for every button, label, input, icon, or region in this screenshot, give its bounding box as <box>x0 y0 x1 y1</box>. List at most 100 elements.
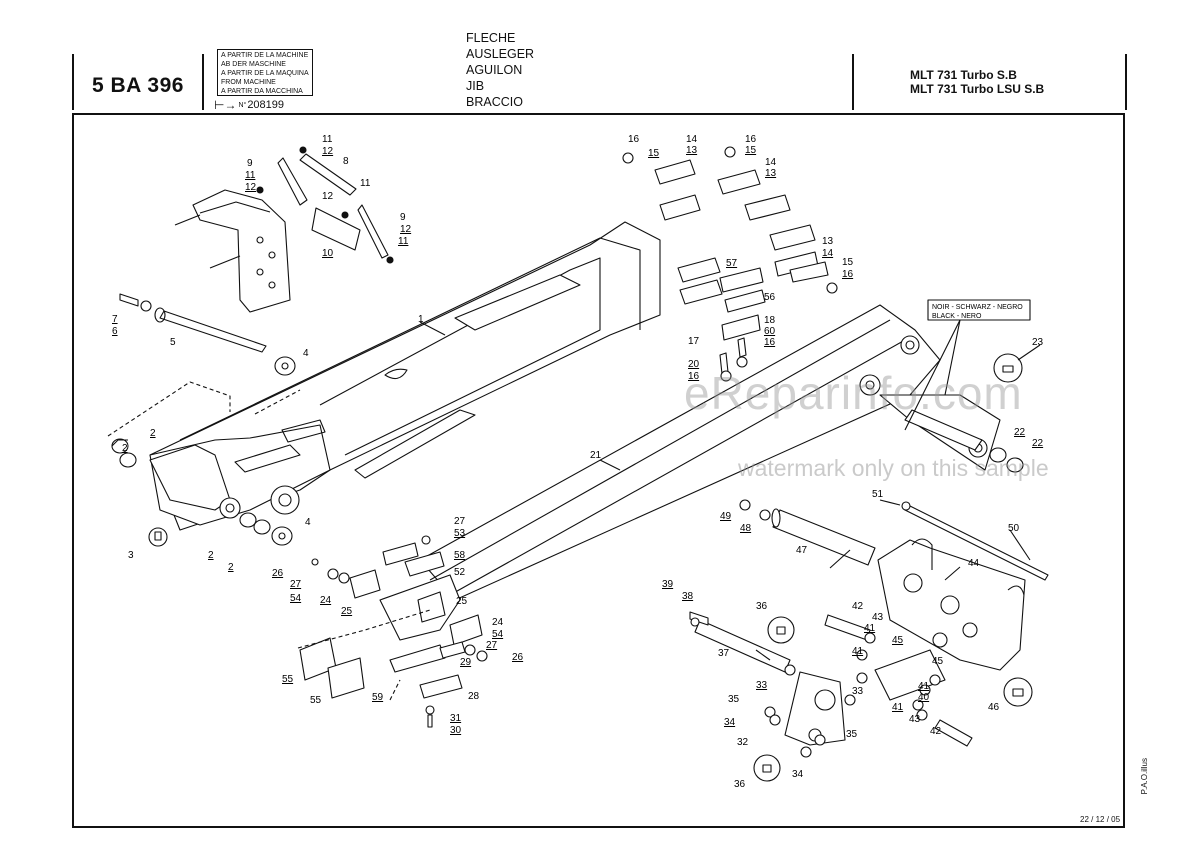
callout-number: 11 <box>360 178 371 189</box>
callout-number: 9 <box>247 158 253 169</box>
callout-number: 26 <box>272 568 284 579</box>
callout-number: 2 <box>208 550 214 561</box>
callout-number: 12 <box>322 146 334 157</box>
callout-number: 11 <box>322 134 333 145</box>
callout-number: 57 <box>726 258 738 269</box>
callout-number: 31 <box>450 713 462 724</box>
callout-number: 55 <box>282 674 294 685</box>
callout-number: 37 <box>718 648 730 659</box>
drawing-frame <box>72 113 1125 828</box>
callout-number: 56 <box>764 292 776 303</box>
color-note-line: BLACK - NERO <box>932 313 982 320</box>
watermark-sample: watermark only on this sample <box>738 455 1049 481</box>
callout-number: 55 <box>310 695 322 706</box>
callout-number: 35 <box>846 729 858 740</box>
callout-number: 12 <box>400 224 412 235</box>
designation-it: BRACCIO <box>466 95 523 109</box>
watermark-site: eReparinfo.com <box>684 367 1023 419</box>
callout-number: 16 <box>688 371 700 382</box>
callout-number: 28 <box>468 691 480 702</box>
callout-number: 14 <box>822 248 834 259</box>
callout-number: 22 <box>1032 438 1044 449</box>
callout-number: 7 <box>112 314 118 325</box>
callout-number: 53 <box>454 528 466 539</box>
callout-number: 43 <box>872 612 884 623</box>
callout-number: 18 <box>764 315 776 326</box>
callout-number: 8 <box>343 156 349 167</box>
callout-number: 45 <box>892 635 904 646</box>
from-machine-line: A PARTIR DE LA MAQUINA <box>221 70 309 77</box>
callout-number: 38 <box>682 591 694 602</box>
callout-number: 43 <box>909 714 921 725</box>
model-list: MLT 731 Turbo S.B MLT 731 Turbo LSU S.B <box>910 68 1044 96</box>
callout-number: 16 <box>842 269 854 280</box>
callout-number: 46 <box>988 702 1000 713</box>
designation-es: AGUILON <box>466 63 523 77</box>
callout-number: 11 <box>398 236 409 247</box>
header-right-box <box>852 54 1127 110</box>
callout-number: 11 <box>245 170 256 181</box>
callout-number: 23 <box>1032 337 1044 348</box>
callout-number: 32 <box>737 737 749 748</box>
from-machine-line: A PARTIR DE LA MACHINE <box>221 52 309 59</box>
callout-number: 41 <box>852 646 864 657</box>
revision-date: 22 / 12 / 05 <box>1080 815 1121 824</box>
callout-number: 29 <box>460 657 472 668</box>
designation-de: AUSLEGER <box>466 47 535 61</box>
callout-number: 6 <box>112 326 118 337</box>
callout-number: 44 <box>968 558 980 569</box>
arrow-right-icon: ⊢→ <box>214 98 237 112</box>
callout-number: 45 <box>932 656 944 667</box>
callout-number: 42 <box>852 601 864 612</box>
model-name: MLT 731 Turbo LSU S.B <box>910 82 1045 96</box>
callout-number: 22 <box>1014 427 1026 438</box>
serial-row: ⊢→ N° 208199 <box>214 98 284 112</box>
callout-number: 30 <box>450 725 462 736</box>
callout-number: 16 <box>628 134 640 145</box>
callout-number: 54 <box>492 629 504 640</box>
callout-number: 15 <box>648 148 660 159</box>
callout-number: 50 <box>1008 523 1020 534</box>
from-machine-line: AB DER MASCHINE <box>221 61 286 68</box>
callout-number: 58 <box>454 550 466 561</box>
callout-number: 2 <box>228 562 234 573</box>
callout-number: 21 <box>590 450 602 461</box>
callout-number: 13 <box>765 168 777 179</box>
callout-number: 4 <box>303 348 309 359</box>
callout-number: 41 <box>864 623 876 634</box>
callout-number: 24 <box>320 595 332 606</box>
callout-number: 59 <box>372 692 384 703</box>
color-note-line: NOIR - SCHWARZ - NEGRO <box>932 304 1023 311</box>
callout-number: 60 <box>764 326 776 337</box>
callout-number: 52 <box>454 567 466 578</box>
callout-number: 13 <box>822 236 834 247</box>
callout-number: 41 <box>892 702 904 713</box>
callout-number: 9 <box>400 212 406 223</box>
callout-number: 26 <box>512 652 524 663</box>
callout-number: 14 <box>686 134 698 145</box>
callout-number: 27 <box>454 516 466 527</box>
callout-number: 2 <box>122 443 128 454</box>
callout-number: 10 <box>322 248 334 259</box>
callout-number: 24 <box>492 617 504 628</box>
from-machine-box: A PARTIR DE LA MACHINE AB DER MASCHINE A… <box>217 49 313 96</box>
callout-number: 41 <box>918 681 930 692</box>
callout-number: 2 <box>150 428 156 439</box>
callout-number: 5 <box>170 337 176 348</box>
callout-number: 25 <box>341 606 353 617</box>
callout-number: 1 <box>418 314 424 325</box>
serial-number: 208199 <box>247 99 285 111</box>
header-left-box <box>72 54 204 110</box>
callout-number: 16 <box>745 134 757 145</box>
callout-number: 4 <box>305 517 311 528</box>
designation-fr: FLECHE <box>466 31 516 45</box>
callout-number: 47 <box>796 545 808 556</box>
callout-number: 15 <box>842 257 854 268</box>
callout-number: 51 <box>872 489 884 500</box>
callout-number: 27 <box>290 579 302 590</box>
callout-number: 36 <box>756 601 768 612</box>
callout-number: 12 <box>322 191 334 202</box>
callout-number: 13 <box>686 145 698 156</box>
designation-en: JIB <box>466 79 485 93</box>
callout-labels: 1112891112121191211101615141316151413131… <box>112 134 1044 790</box>
